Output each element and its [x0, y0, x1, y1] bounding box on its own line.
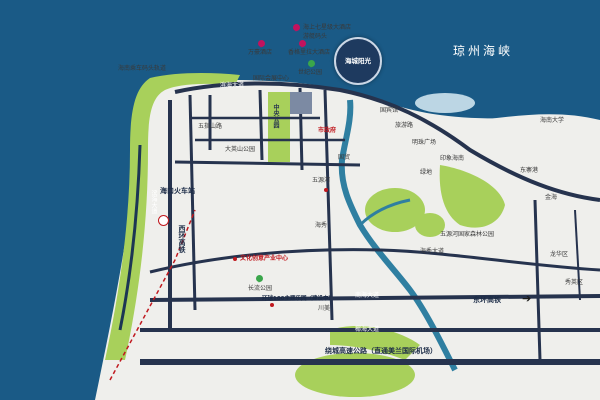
park-pin[interactable]: [256, 275, 263, 283]
label-tianyi: 环球100主题乐园（建设中）: [262, 296, 334, 302]
road-binhai-west: 滨海大道: [150, 190, 157, 214]
poi-dot[interactable]: [270, 303, 274, 307]
label-shi-zhengfu: 市政府: [318, 127, 337, 134]
label-xiangge: 香格里拉大酒店: [288, 49, 331, 56]
label-lvyou: 旅游路: [395, 122, 414, 129]
strait-label: 琼州海峡: [453, 44, 514, 58]
label-guoji: 国际会展中心: [253, 75, 290, 82]
label-yandun: 印象海南: [440, 155, 465, 162]
label-lingshan: 海南乘车码头轨道: [118, 65, 167, 72]
label-guobin: 国宾馆: [380, 107, 399, 114]
map-pin[interactable]: [293, 24, 300, 32]
label-chuanmei: 川美: [318, 305, 331, 312]
road-binhai: 滨海大道: [220, 82, 245, 89]
label-ludi: 绿地: [420, 169, 433, 176]
poi-dot[interactable]: [324, 188, 328, 192]
label-lianhua: 五源河: [312, 177, 331, 184]
train-station-icon[interactable]: [158, 215, 169, 226]
road-yehai: 椰海大道: [355, 326, 380, 333]
label-zhongyang: 中央公园: [272, 104, 279, 128]
label-shimao: 世纪公园: [298, 69, 323, 76]
map-pin[interactable]: [299, 40, 306, 48]
label-haishang: 海上七星级大酒店: [303, 24, 352, 31]
label-changliu: 长流公园: [248, 285, 273, 292]
label-wuyuan: 五源河国家森林公园: [440, 231, 495, 238]
label-hainan-road: 海秀大道: [420, 248, 445, 255]
label-mingzhu: 明珠广场: [412, 139, 437, 146]
label-wuzhi: 五指山路: [198, 123, 223, 130]
label-xihuan: 西环高铁: [178, 225, 186, 253]
label-raocheng: 绕城高速公路（直通美兰国际机场）: [325, 347, 437, 355]
label-dongzhou: 东寨港: [520, 167, 539, 174]
map-pin[interactable]: [258, 40, 265, 48]
label-dayingshan: 大英山公园: [225, 146, 256, 153]
label-xiuying2: 秀英区: [565, 279, 584, 286]
label-wanjie: 万豪酒店: [248, 49, 273, 56]
arrow-right-icon: ➔: [522, 292, 532, 305]
label-youlang: 游艇码头: [303, 33, 328, 40]
label-guomao: 国贸: [338, 154, 351, 161]
label-donghuan: 东环高铁: [473, 296, 501, 304]
project-logo[interactable]: 海城阳光: [334, 37, 382, 85]
label-haixiu: 海秀: [315, 222, 328, 229]
poi-dot[interactable]: [233, 257, 237, 261]
road-nanhai: 南海大道: [355, 292, 380, 299]
label-jinhai: 金海: [545, 194, 558, 201]
label-longhua: 龙华区: [550, 251, 569, 258]
label-hainan-univ: 海南大学: [540, 117, 565, 124]
label-wenhua: 文化创意产业中心: [240, 255, 289, 262]
park-pin[interactable]: [308, 60, 315, 68]
project-title: 海城阳光: [345, 57, 371, 65]
label-haikou-station: 海口火车站: [160, 187, 195, 195]
